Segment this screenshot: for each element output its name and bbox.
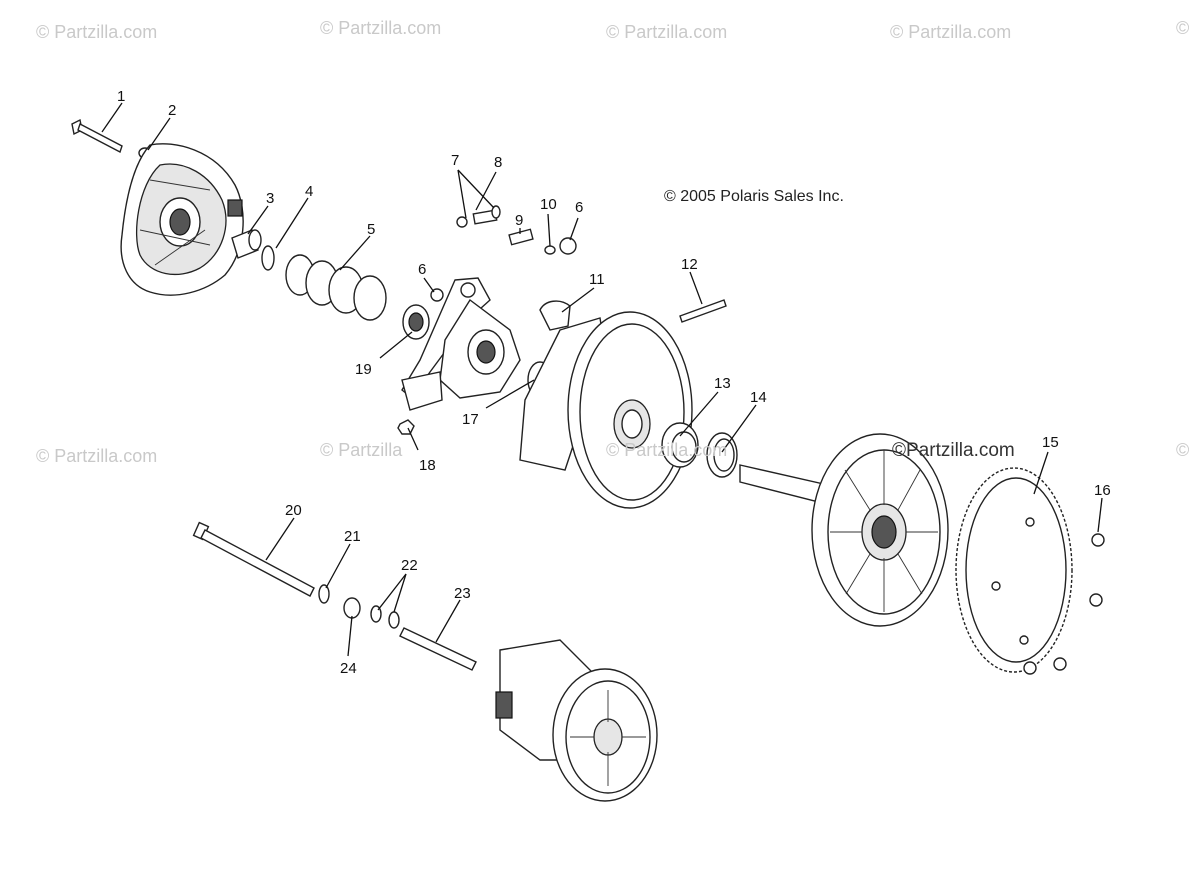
part-screws [1023,533,1105,675]
callout-4: 4 [305,183,313,200]
part-pin-set [456,205,501,228]
callout-17: 17 [462,411,479,428]
callout-9: 9 [515,212,523,229]
watermark: © Partzilla [320,440,403,460]
part-nut [397,419,415,435]
callout-18: 18 [419,457,436,474]
copyright-text: © 2005 Polaris Sales Inc. [664,188,844,205]
part-cover-plate [120,143,244,296]
part-moveable-sheave [519,311,693,509]
callout-7: 7 [451,152,459,169]
callout-10: 10 [540,196,557,213]
part-snap-ring [261,245,275,271]
callout-13: 13 [714,375,731,392]
callout-1: 1 [117,88,125,105]
callout-14: 14 [750,389,767,406]
part-bushing-24 [343,597,361,619]
part-spider [401,277,521,411]
part-long-bolt [192,521,315,597]
callout-5: 5 [367,221,375,238]
callout-24: 24 [340,660,357,677]
watermark: © Partzilla.com [320,18,442,38]
part-weight [539,300,571,331]
leader-lines [101,102,1103,657]
callout-2: 2 [168,102,176,119]
part-bushing-13 [661,422,699,468]
watermark: © [1176,440,1190,460]
part-dowel [679,299,727,323]
callout-3: 3 [266,190,274,207]
callout-15: 15 [1042,434,1059,451]
part-assembled-clutch [495,639,658,802]
part-ring-gear [955,467,1073,673]
watermark: © Partzilla.com [36,22,158,42]
part-fixed-sheave [739,433,949,627]
part-washer-21 [318,584,330,604]
part-shaft-23 [399,627,477,671]
part-sleeve [402,304,430,340]
callout-6b: 6 [575,199,583,216]
callout-8: 8 [494,154,502,171]
part-spring [285,254,387,321]
part-small-washer [544,245,556,255]
part-pin [508,228,534,246]
watermark: © Partzilla.com [36,446,158,466]
watermark: © [1176,18,1190,38]
part-ring-14 [706,432,738,478]
callout-22: 22 [401,557,418,574]
callout-6a: 6 [418,261,426,278]
watermark: © Partzilla.com [606,440,728,460]
part-roller-2 [559,237,577,255]
watermark: © Partzilla.com [606,22,728,42]
callout-23: 23 [454,585,471,602]
callout-11: 11 [589,271,605,288]
watermark: © Partzilla.com [890,22,1012,42]
callout-16: 16 [1094,482,1111,499]
callout-12: 12 [681,256,698,273]
part-bushing [231,229,262,259]
callout-19: 19 [355,361,372,378]
callout-20: 20 [285,502,302,519]
callout-21: 21 [344,528,361,545]
watermark-brand: ©Partzilla.com [892,440,1015,461]
part-bolt [71,118,123,154]
